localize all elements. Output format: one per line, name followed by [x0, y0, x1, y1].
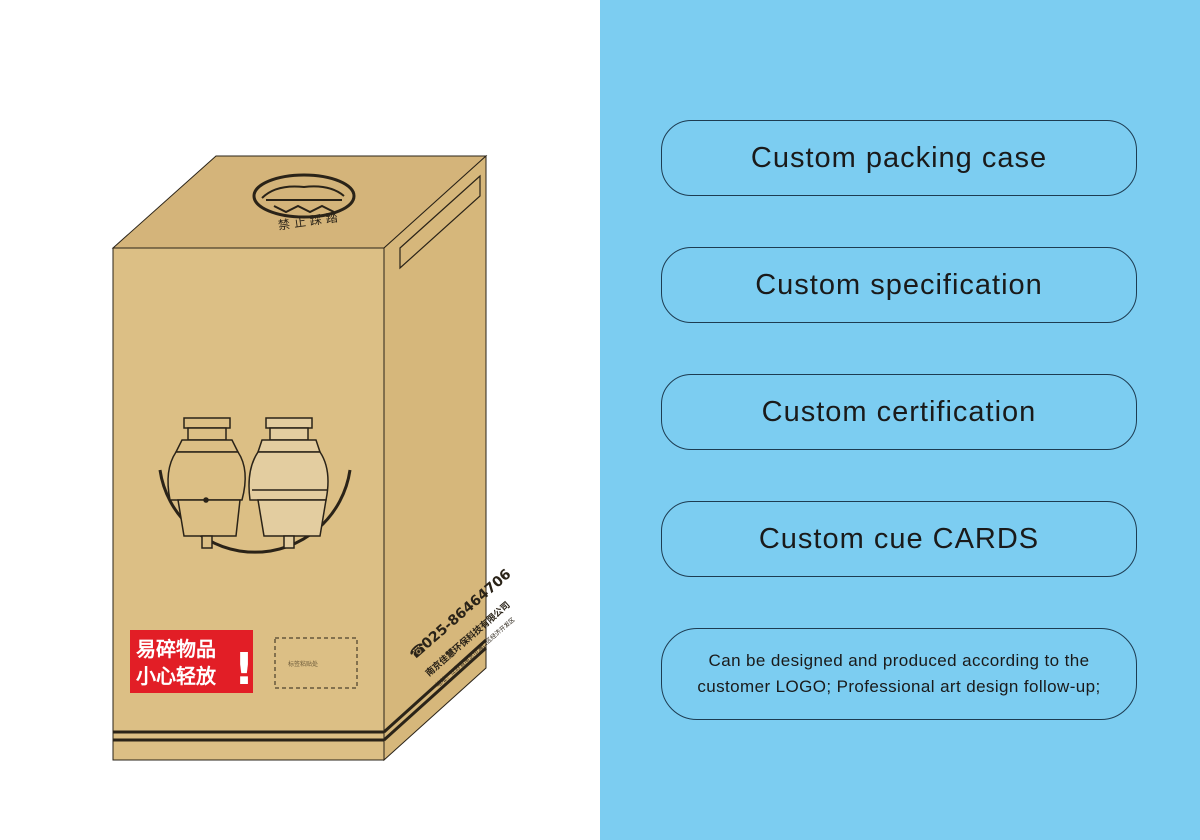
fragile-label: 易碎物品 小心轻放 !	[130, 630, 254, 695]
feature-custom-certification: Custom certification	[661, 374, 1137, 450]
description-line-2: customer LOGO; Professional art design f…	[697, 677, 1101, 696]
feature-custom-cue-cards: Custom cue CARDS	[661, 501, 1137, 577]
label-placement-area	[274, 637, 358, 689]
fragile-exclamation: !	[234, 644, 254, 695]
disposer-unit-left	[167, 417, 246, 549]
handling-symbols	[399, 174, 481, 270]
box-side-face	[383, 154, 487, 762]
product-illustration-panel: 禁止踩踏	[111, 154, 517, 762]
feature-custom-packing-case: Custom packing case	[661, 120, 1137, 196]
product-frame-arc	[158, 469, 352, 554]
packing-box-illustration: 禁止踩踏	[111, 154, 516, 762]
service-description: Can be designed and produced according t…	[661, 628, 1137, 720]
side-stripe-top	[382, 638, 488, 734]
description-line-1: Can be designed and produced according t…	[708, 651, 1090, 670]
label-placement-text: 标签粘贴处	[288, 660, 318, 668]
features-panel: Custom packing case Custom specification…	[600, 0, 1200, 840]
disposer-unit-right	[248, 417, 329, 549]
fragile-text-line2: 小心轻放	[136, 664, 217, 688]
fragile-text-line1: 易碎物品	[136, 637, 216, 661]
side-stripe-bottom	[382, 646, 488, 742]
feature-custom-specification: Custom specification	[661, 247, 1137, 323]
